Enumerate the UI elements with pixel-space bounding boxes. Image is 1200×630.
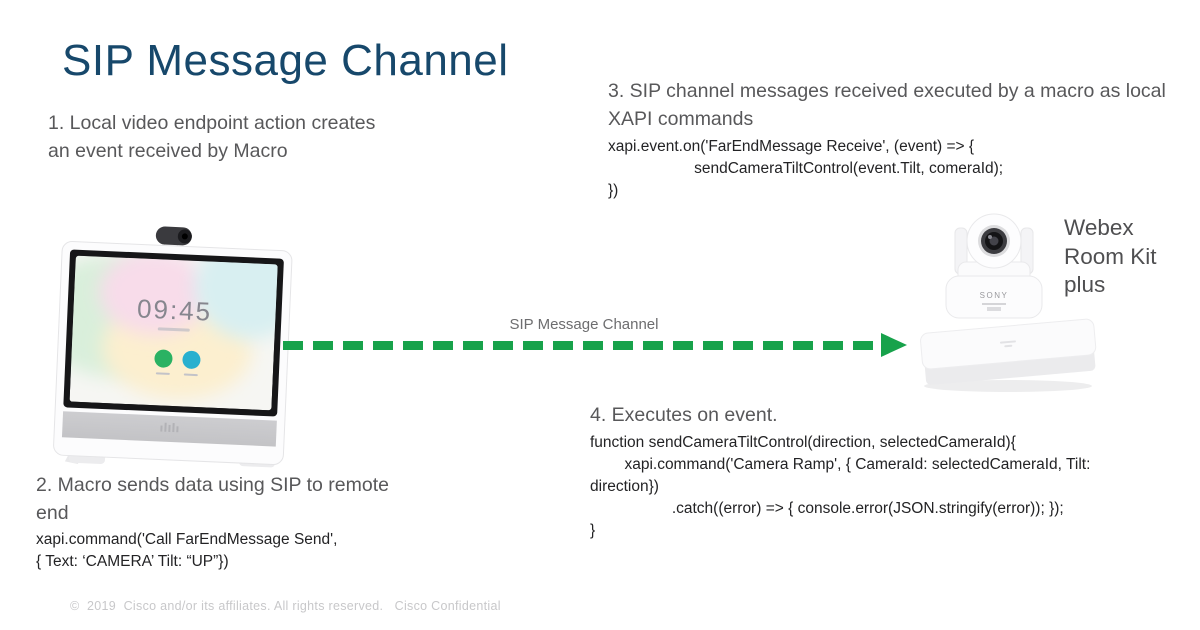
step-2-block: 2. Macro sends data using SIP to remote … bbox=[36, 472, 400, 573]
step-1-heading: 1. Local video endpoint action creates a… bbox=[48, 112, 376, 162]
camera-brand-label: SONY bbox=[980, 291, 1009, 300]
code-line: .catch((error) => { console.error(JSON.s… bbox=[590, 499, 1064, 517]
code-line: direction}) bbox=[590, 477, 659, 495]
endpoint-button-label bbox=[183, 373, 198, 377]
step-3-code: xapi.event.on('FarEndMessage Receive', (… bbox=[608, 136, 1200, 202]
room-kit-codec-illustration bbox=[920, 318, 1097, 392]
camera-base bbox=[945, 275, 1043, 319]
code-line: { Text: ‘CAMERA’ Tilt: “UP”}) bbox=[36, 553, 229, 571]
camera-base-marking bbox=[987, 307, 1001, 311]
camera-base-marking bbox=[982, 303, 1006, 305]
ptz-camera-illustration: SONY bbox=[945, 213, 1043, 319]
step-4-heading: 4. Executes on event. bbox=[590, 404, 778, 426]
step-2-heading: 2. Macro sends data using SIP to remote … bbox=[36, 474, 389, 524]
code-line: sendCameraTiltControl(event.Tilt, comera… bbox=[608, 160, 1004, 178]
codec-shadow bbox=[924, 380, 1092, 392]
step-4-code: function sendCameraTiltControl(direction… bbox=[590, 432, 1200, 542]
endpoint-camera-lens-core bbox=[181, 233, 188, 240]
video-endpoint-illustration: 09:45 bbox=[53, 226, 293, 468]
code-line: xapi.event.on('FarEndMessage Receive', (… bbox=[608, 138, 975, 156]
room-kit-label: Webex Room Kit plus bbox=[1064, 215, 1157, 298]
code-line: xapi.command('Camera Ramp', { CameraId: … bbox=[590, 455, 1091, 473]
codec-top-face bbox=[920, 318, 1097, 370]
step-4-block: 4. Executes on event. function sendCamer… bbox=[590, 402, 1200, 542]
codec-logo bbox=[999, 340, 1016, 348]
step-2-code: xapi.command('Call FarEndMessage Send', … bbox=[36, 529, 400, 573]
endpoint-button-label bbox=[155, 372, 170, 375]
endpoint-clock: 09:45 bbox=[136, 293, 212, 326]
camera-lens-core bbox=[989, 236, 999, 246]
sip-channel-arrow bbox=[283, 341, 883, 350]
copyright-footer: © 2019 Cisco and/or its affiliates. All … bbox=[70, 599, 501, 613]
step-1-block: 1. Local video endpoint action creates a… bbox=[48, 110, 380, 165]
cisco-logo bbox=[160, 422, 179, 433]
endpoint-contacts-button bbox=[182, 350, 201, 369]
page-title: SIP Message Channel bbox=[62, 36, 509, 85]
code-line: xapi.command('Call FarEndMessage Send', bbox=[36, 531, 338, 549]
step-3-block: 3. SIP channel messages received execute… bbox=[608, 78, 1200, 202]
code-line: }) bbox=[608, 182, 619, 200]
endpoint-clock-sublabel bbox=[157, 327, 190, 332]
arrow-label: SIP Message Channel bbox=[509, 316, 659, 333]
arrow-head-icon bbox=[881, 333, 907, 357]
step-3-heading: 3. SIP channel messages received execute… bbox=[608, 80, 1166, 130]
camera-lens-highlight bbox=[988, 235, 992, 239]
code-line: function sendCameraTiltControl(direction… bbox=[590, 433, 1016, 451]
code-line: } bbox=[590, 521, 596, 539]
endpoint-call-button bbox=[154, 349, 173, 368]
